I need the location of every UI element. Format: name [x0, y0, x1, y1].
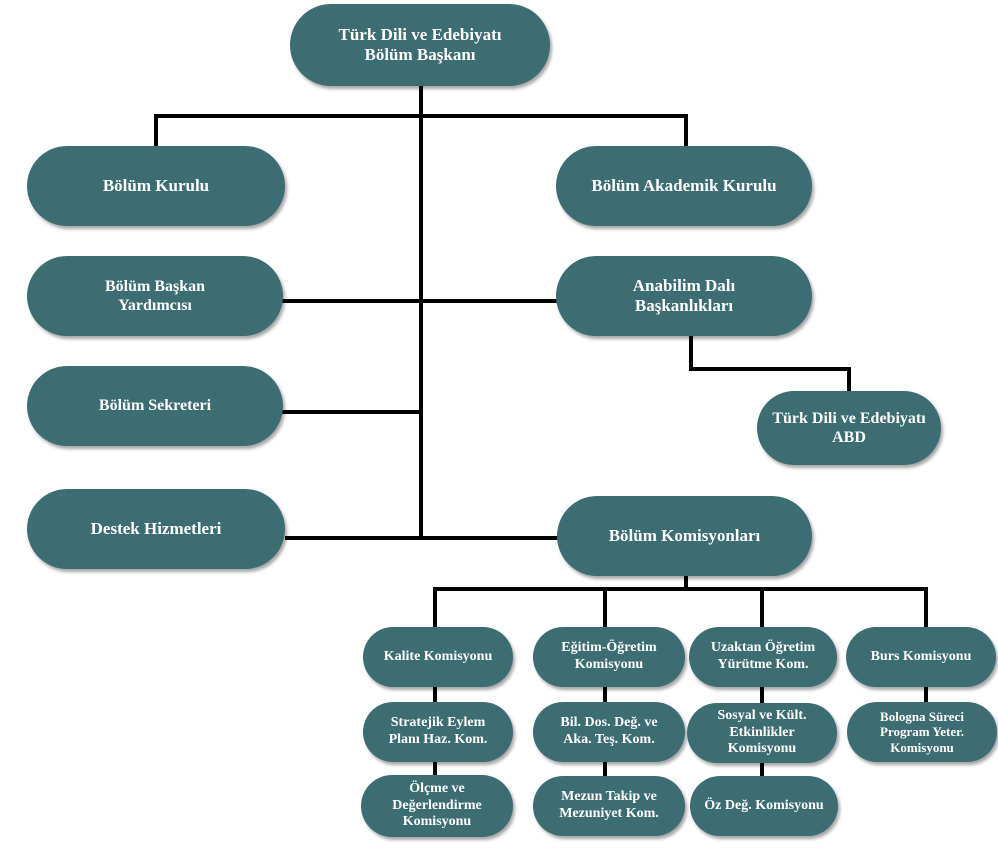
- bil-dos-node: Bil. Dos. Değ. ve Aka. Teş. Kom.: [533, 702, 685, 762]
- kalite-komisyonu-node: Kalite Komisyonu: [363, 627, 513, 687]
- sekreter-node: Bölüm Sekreteri: [27, 366, 283, 446]
- egitim-ogretim-node: Eğitim-Öğretim Komisyonu: [533, 627, 685, 687]
- head-node: Türk Dili ve Edebiyatı Bölüm Başkanı: [290, 4, 550, 86]
- mezun-takip-node: Mezun Takip ve Mezuniyet Kom.: [533, 776, 685, 836]
- oz-deg-node: Öz Değ. Komisyonu: [690, 776, 838, 836]
- bolum-kurulu-node: Bölüm Kurulu: [27, 146, 285, 226]
- tde-abd-node: Türk Dili ve Edebiyatı ABD: [757, 391, 941, 465]
- stratejik-eylem-node: Stratejik Eylem Planı Haz. Kom.: [363, 702, 513, 762]
- burs-komisyonu-node: Burs Komisyonu: [846, 627, 996, 687]
- komisyonlar-node: Bölüm Komisyonları: [557, 496, 812, 576]
- akademik-kurul-node: Bölüm Akademik Kurulu: [556, 146, 812, 226]
- uzaktan-ogretim-node: Uzaktan Öğretim Yürütme Kom.: [689, 627, 837, 687]
- anabilim-dali-node: Anabilim Dalı Başkanlıkları: [556, 256, 812, 336]
- sosyal-kult-node: Sosyal ve Kült. Etkinlikler Komisyonu: [687, 703, 837, 763]
- bologna-node: Bologna Süreci Program Yeter. Komisyonu: [847, 702, 997, 762]
- destek-hizmetleri-node: Destek Hizmetleri: [27, 489, 285, 569]
- olcme-degerlendirme-node: Ölçme ve Değerlendirme Komisyonu: [361, 775, 513, 837]
- baskan-yardimcisi-node: Bölüm Başkan Yardımcısı: [27, 256, 283, 336]
